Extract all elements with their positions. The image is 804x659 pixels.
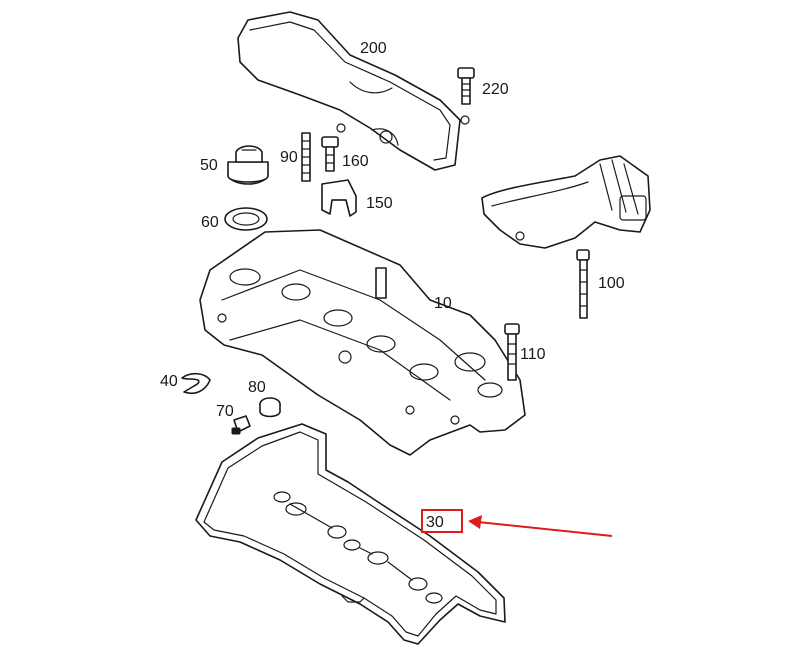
part-10-valve-cover[interactable] — [199, 229, 526, 456]
label-70: 70 — [216, 403, 234, 420]
label-150: 150 — [366, 195, 393, 212]
part-100-air-pipe[interactable] — [481, 155, 651, 249]
label-100: 100 — [598, 275, 625, 292]
label-80: 80 — [248, 379, 266, 396]
label-50: 50 — [200, 157, 218, 174]
part-150-bracket[interactable] — [321, 179, 357, 217]
part-100-bolt[interactable] — [576, 249, 590, 319]
highlight-arrow-line — [477, 521, 613, 537]
label-220: 220 — [482, 81, 509, 98]
part-30-gasket[interactable] — [195, 423, 506, 645]
label-10: 10 — [434, 295, 452, 312]
part-110-bolt[interactable] — [504, 323, 520, 381]
highlight-arrowhead — [468, 515, 482, 529]
label-60: 60 — [201, 214, 219, 231]
part-220-bolt[interactable] — [457, 67, 475, 105]
part-80-grommet[interactable] — [259, 397, 281, 418]
label-160: 160 — [342, 153, 369, 170]
label-40: 40 — [160, 373, 178, 390]
label-110: 110 — [520, 346, 546, 363]
part-60-seal-ring[interactable] — [224, 207, 268, 231]
label-30: 30 — [426, 514, 444, 531]
label-200: 200 — [360, 40, 387, 57]
part-160-bolt[interactable] — [321, 136, 339, 172]
part-200-engine-cover[interactable] — [237, 11, 470, 171]
part-70-valve[interactable] — [231, 415, 251, 435]
part-90-stud[interactable] — [301, 132, 311, 182]
label-90: 90 — [280, 149, 298, 166]
part-40-clip[interactable] — [181, 372, 211, 395]
highlight-box — [421, 509, 463, 533]
part-50-filler-cap[interactable] — [227, 145, 269, 185]
